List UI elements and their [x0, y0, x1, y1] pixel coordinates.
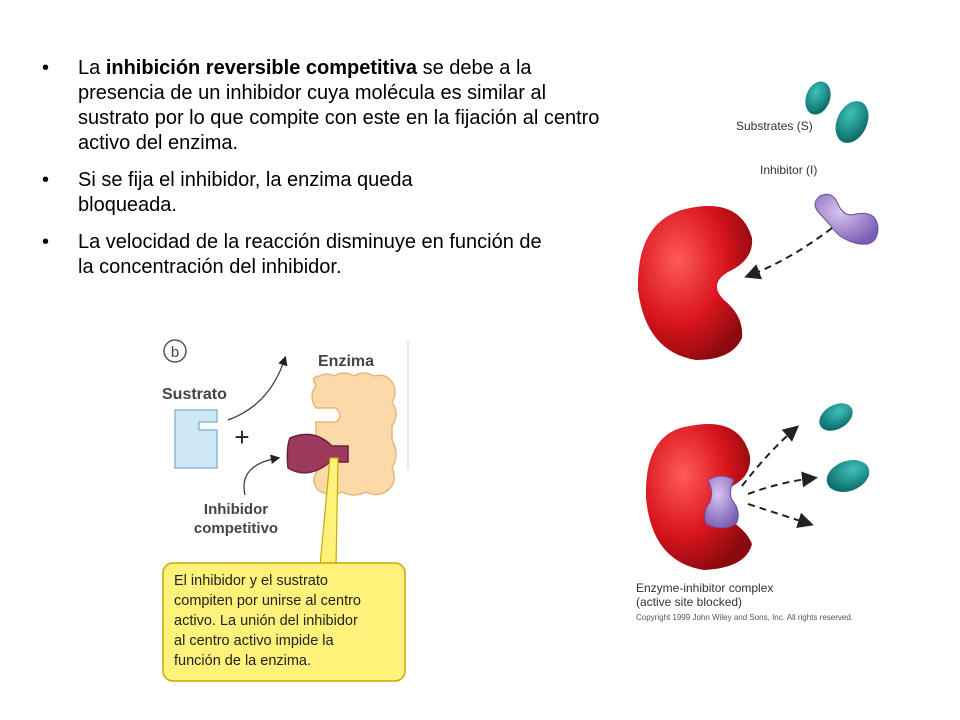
inhibitor-label-line2: competitivo [194, 520, 278, 537]
complex-label-line2: (active site blocked) [636, 595, 742, 609]
substrate-molecule-4 [826, 460, 870, 492]
copyright-text: Copyright 1999 John Wiley and Sons, Inc.… [636, 613, 853, 622]
substrate-shape [174, 409, 218, 469]
note-box [162, 562, 406, 682]
substrate-molecule-1 [805, 81, 831, 115]
plus-sign: + [234, 422, 249, 452]
bullet-1-post: se debe a la presencia de un inhibidor c… [78, 57, 600, 154]
substrate-arrow-2 [747, 471, 818, 495]
enzyme-top [637, 206, 753, 360]
enzyme-label: Enzima [318, 353, 374, 370]
substrate-arrow [227, 355, 288, 421]
bullet-list: • La inhibición reversible competitiva s… [40, 56, 610, 292]
enzyme-shape [311, 372, 397, 496]
inhibitor-in-active-site [704, 475, 739, 529]
bullet-3-text: La velocidad de la reacción disminuye en… [78, 231, 542, 278]
inhibitor-shape [286, 433, 349, 474]
substrate-label: Sustrato [162, 386, 227, 403]
substrate-molecule-2 [835, 101, 869, 143]
bullet-item-1: • La inhibición reversible competitiva s… [40, 56, 610, 156]
panel-letter: b [171, 344, 179, 361]
bullet-2-text: Si se fija el inhibidor, la enzima queda… [78, 169, 413, 216]
complex-label-line1: Enzyme-inhibitor complex [636, 581, 773, 595]
substrate-arrow-1 [741, 425, 800, 487]
inhibitor-approach-arrow [744, 227, 833, 280]
substrate-molecule-3 [819, 403, 853, 431]
bullet-item-3: • La velocidad de la reacción disminuye … [40, 230, 548, 280]
substrates-label: Substrates (S) [736, 119, 813, 133]
panel-letter-circle [163, 339, 187, 363]
enzyme-bottom [645, 424, 752, 570]
substrate-arrow-3 [747, 503, 814, 528]
bullet-1-bold: inhibición reversible competitiva [105, 57, 418, 79]
note-line-3: activo. La unión del inhibidor [174, 613, 358, 629]
inhibitor-label-line1: Inhibidor [204, 501, 268, 518]
left-figure: b Sustrato Enzima + Inhibidor competitiv… [162, 339, 409, 682]
right-figure: Substrates (S) Inhibitor (I) Enzyme-inhi… [636, 81, 879, 622]
inhibitor-arrow [243, 454, 281, 496]
note-text: El inhibidor y el sustrato compiten por … [174, 573, 365, 669]
bullet-item-2: • Si se fija el inhibidor, la enzima que… [40, 168, 508, 218]
note-line-5: función de la enzima. [174, 653, 311, 669]
note-line-4: al centro activo impide la [174, 633, 335, 649]
inhibitor-label-en: Inhibitor (I) [760, 163, 817, 177]
bullet-glyph: • [42, 169, 50, 191]
bullet-1-pre: La [78, 57, 106, 79]
bullet-glyph: • [42, 57, 50, 79]
bullet-glyph: • [42, 231, 50, 253]
note-line-2: compiten por unirse al centro [174, 593, 361, 609]
note-line-1: El inhibidor y el sustrato [174, 573, 328, 589]
inhibitor-molecule-top [814, 193, 879, 245]
